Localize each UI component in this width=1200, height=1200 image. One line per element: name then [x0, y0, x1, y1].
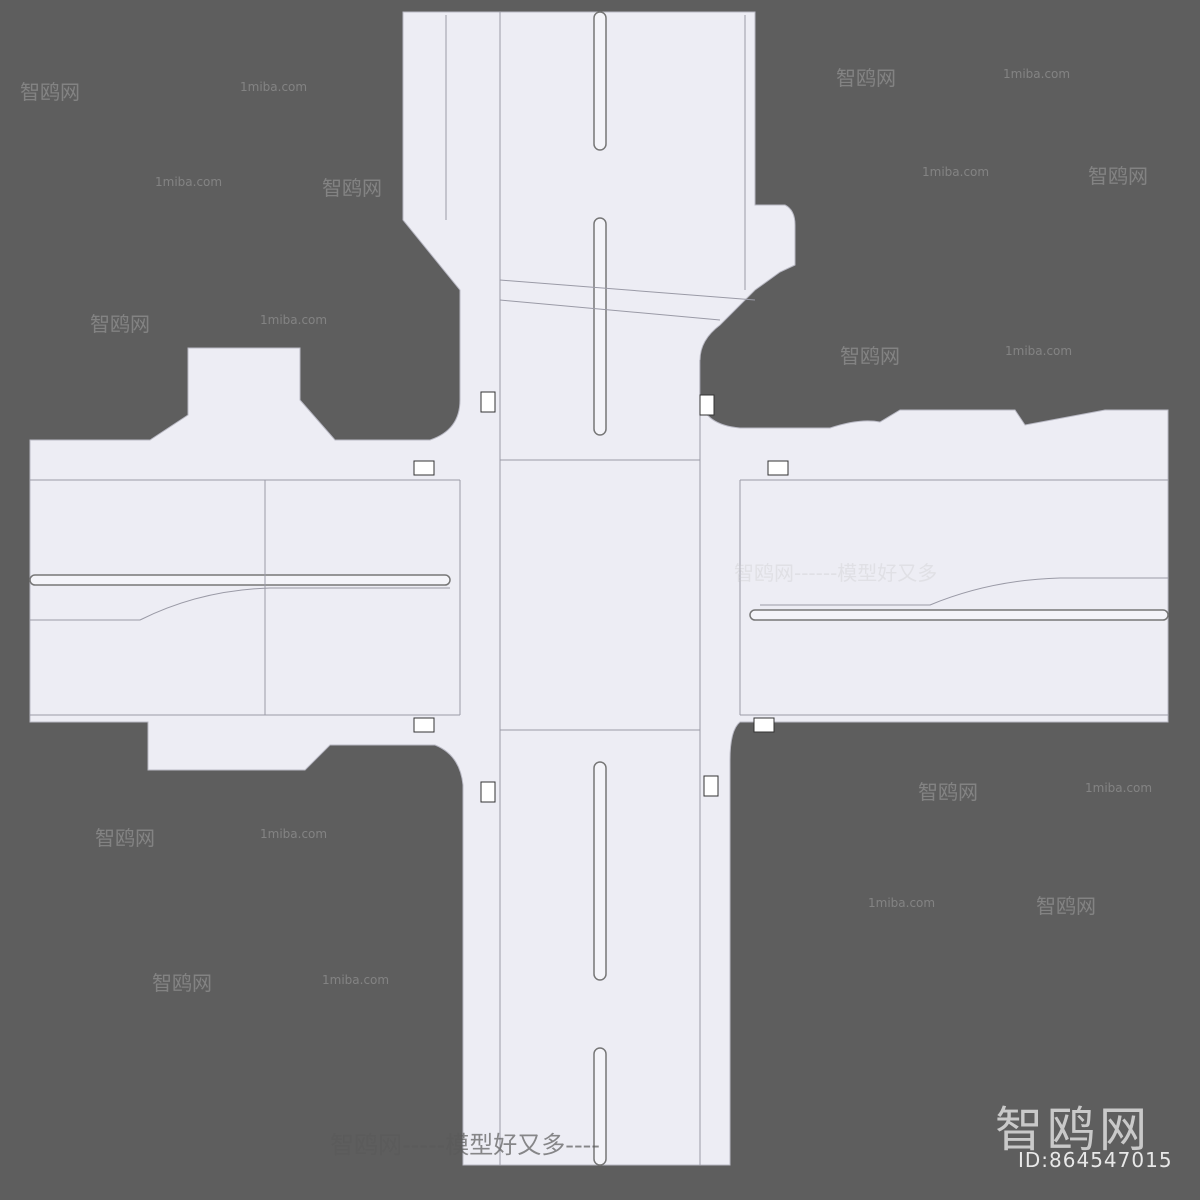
watermark-brand: 智鸥网 — [840, 344, 900, 368]
watermark-brand: 智鸥网 — [1088, 164, 1148, 188]
watermark-site: 1miba.com — [868, 896, 936, 910]
road-surface — [29, 11, 1169, 1166]
watermark-brand: 智鸥网 — [152, 971, 212, 995]
lane-lines — [30, 12, 1168, 1165]
watermark-site: 1miba.com — [240, 80, 308, 94]
watermark-site: 1miba.com — [260, 827, 328, 841]
model-id-label: ID:864547015 — [1018, 1148, 1173, 1172]
watermark-slogan-bottom: 智鸥网-----模型好又多---- — [330, 1131, 600, 1159]
watermark-slogan: 智鸥网------模型好又多 — [734, 561, 938, 585]
watermark-site: 1miba.com — [1003, 67, 1071, 81]
watermark-brand: 智鸥网 — [95, 826, 155, 850]
watermark-brand: 智鸥网 — [322, 176, 382, 200]
watermark-site: 1miba.com — [1005, 344, 1073, 358]
signal-boxes — [413, 391, 789, 803]
watermark-brand: 智鸥网 — [90, 312, 150, 336]
watermark-brand: 智鸥网 — [836, 66, 896, 90]
watermark-brand: 智鸥网 — [20, 80, 80, 104]
watermark-site: 1miba.com — [922, 165, 990, 179]
watermark-site: 1miba.com — [155, 175, 223, 189]
watermark-site: 1miba.com — [322, 973, 390, 987]
watermark-site: 1miba.com — [260, 313, 328, 327]
watermark-brand: 智鸥网 — [1036, 894, 1096, 918]
median-islands — [29, 11, 1169, 1166]
brand-logo: 智鸥网 — [995, 1102, 1152, 1158]
watermark-site: 1miba.com — [1085, 781, 1153, 795]
watermark-brand: 智鸥网 — [918, 780, 978, 804]
